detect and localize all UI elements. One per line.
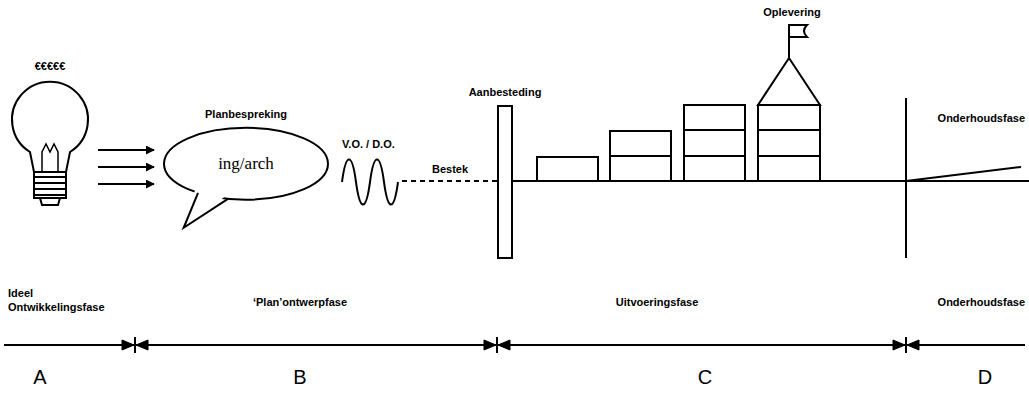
timeline-line [4, 344, 1025, 346]
label-holder: D [978, 365, 992, 390]
phase-name: Onderhoudsfase [938, 296, 1025, 310]
timeline-dividers [122, 337, 919, 353]
bubble-heading: Planbespreking [205, 108, 287, 122]
label-holder: Ideel Ontwikkelingsfase [8, 287, 120, 315]
building-two-storey [610, 131, 671, 181]
tender-bar [498, 106, 512, 258]
tender-label: Aanbesteding [469, 86, 542, 100]
bubble-text: ing/arch [218, 153, 274, 174]
label-holder: Aanbesteding [469, 86, 542, 100]
building-finished [758, 105, 820, 181]
label-holder: B [293, 365, 306, 390]
bulb-screw-thread [34, 176, 66, 178]
delivery-label: Oplevering [763, 6, 820, 20]
bubble-ellipse [164, 128, 328, 200]
label-holder: Onderhoudsfase [938, 112, 1025, 126]
timeline-arrowhead [122, 340, 134, 350]
phase-letter: A [33, 365, 46, 390]
timeline [4, 337, 1025, 353]
label-holder: Oplevering [763, 6, 820, 20]
bubble-symbol [164, 128, 328, 228]
phase-letter: B [293, 365, 306, 390]
phase-letter: D [978, 365, 992, 390]
storey-line [758, 155, 820, 157]
timeline-arrowhead [484, 340, 496, 350]
building-three-storey [684, 105, 745, 181]
bulb-screw-thread [34, 182, 66, 184]
lightbulb-node: €€€€€ [6, 60, 94, 212]
phase-name: ‘Plan’ontwerpfase [253, 296, 347, 310]
phase-divider [905, 98, 907, 258]
storey-line [684, 155, 745, 157]
label-holder: Bestek [432, 163, 468, 177]
label-holder: C [698, 365, 712, 390]
maintenance-label: Onderhoudsfase [938, 112, 1025, 126]
bubble-tail [184, 193, 228, 228]
lightbulb-outline [6, 60, 94, 212]
bulb-screw [34, 172, 66, 198]
bulb-glass [12, 82, 88, 172]
money-symbols: €€€€€ [35, 60, 66, 74]
building-stages [537, 25, 820, 181]
bestek-dashed-line [402, 180, 497, 182]
bubble-tail-fill [184, 187, 230, 228]
flow-arrow [98, 183, 154, 185]
lightbulb-symbol [12, 82, 88, 205]
timeline-arrowhead [893, 340, 905, 350]
phase-name: Ideel Ontwikkelingsfase [8, 287, 120, 315]
design-wave [342, 160, 398, 205]
building-roof [758, 58, 820, 105]
storey-line [610, 155, 671, 157]
bulb-tip [40, 198, 60, 205]
timeline-arrowhead [136, 340, 148, 350]
storey-line [758, 129, 820, 131]
flow-arrow [98, 166, 154, 168]
specification-label: Bestek [432, 163, 468, 177]
label-holder: Onderhoudsfase [938, 296, 1025, 310]
label-holder: V.O. / D.O. [342, 138, 395, 152]
label-holder: A [33, 365, 46, 390]
timeline-arrowhead [907, 340, 919, 350]
maintenance-slope [906, 167, 1021, 181]
building-one-storey [537, 157, 598, 181]
timeline-arrowhead [498, 340, 510, 350]
phase-letter: C [698, 365, 712, 390]
storey-line [684, 129, 745, 131]
design-stage-label: V.O. / D.O. [342, 138, 395, 152]
flag [789, 25, 807, 37]
phase-name: Uitvoeringsfase [616, 296, 699, 310]
label-holder: ‘Plan’ontwerpfase [253, 296, 347, 310]
flow-arrow [98, 149, 154, 151]
design-wave-group [342, 160, 398, 205]
bulb-filament [42, 144, 58, 172]
bulb-screw-thread [34, 194, 66, 196]
label-holder: Uitvoeringsfase [616, 296, 699, 310]
speech-bubble: Planbespreking ing/arch [158, 108, 334, 232]
bulb-screw-thread [34, 188, 66, 190]
